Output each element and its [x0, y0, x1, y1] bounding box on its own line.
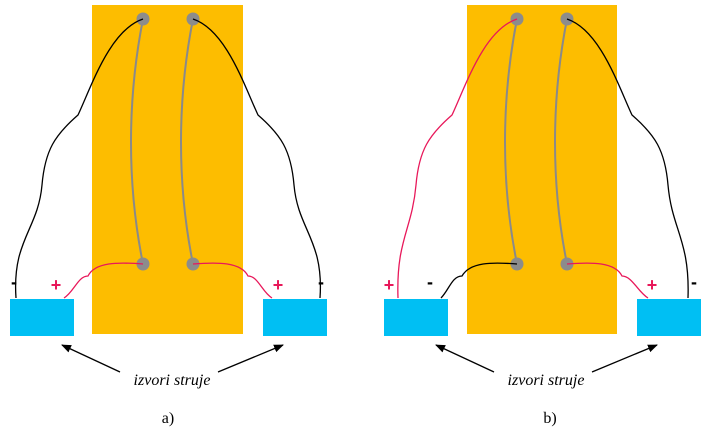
source-b-left [384, 299, 448, 336]
wire-a-left-red [63, 262, 144, 299]
wire-a-right-black [192, 18, 322, 299]
arrow-b-right [591, 344, 658, 373]
plate-a [92, 5, 243, 334]
terminal-b-left-inner: - [427, 272, 433, 292]
conductor-a-right [180, 18, 194, 265]
annotation-b: izvori struje [508, 372, 585, 389]
panel-b: + - + - izvori struje b) [384, 5, 701, 427]
wire-b-left-black [440, 262, 518, 299]
conductor-b-right [554, 18, 568, 265]
conductor-b-left [504, 18, 518, 265]
source-b-right [637, 299, 701, 336]
wire-b-left-red [397, 18, 518, 299]
terminal-a-right-outer: - [318, 272, 324, 292]
wire-a-right-red [192, 262, 273, 299]
arrow-a-left [61, 344, 121, 373]
source-a-left [10, 299, 74, 336]
arrow-b-left [435, 344, 495, 373]
terminal-a-right-inner: + [273, 275, 284, 295]
source-a-right [263, 299, 327, 336]
terminal-a-left-inner: + [51, 275, 62, 295]
wire-b-right-black [566, 18, 689, 299]
terminal-b-left-outer: + [384, 275, 395, 295]
plate-b [467, 5, 617, 334]
terminal-a-left-outer: - [11, 272, 17, 292]
terminal-b-right-inner: + [647, 275, 658, 295]
terminal-b-right-outer: - [691, 272, 697, 292]
caption-a: a) [162, 410, 174, 427]
conductor-a-left [130, 18, 144, 265]
annotation-a: izvori struje [134, 372, 211, 389]
wire-a-left-black [14, 18, 144, 299]
arrow-a-right [217, 344, 284, 373]
wire-b-right-red [566, 262, 649, 299]
caption-b: b) [543, 410, 556, 427]
panel-a: - + + - izvori struje a) [10, 5, 327, 427]
